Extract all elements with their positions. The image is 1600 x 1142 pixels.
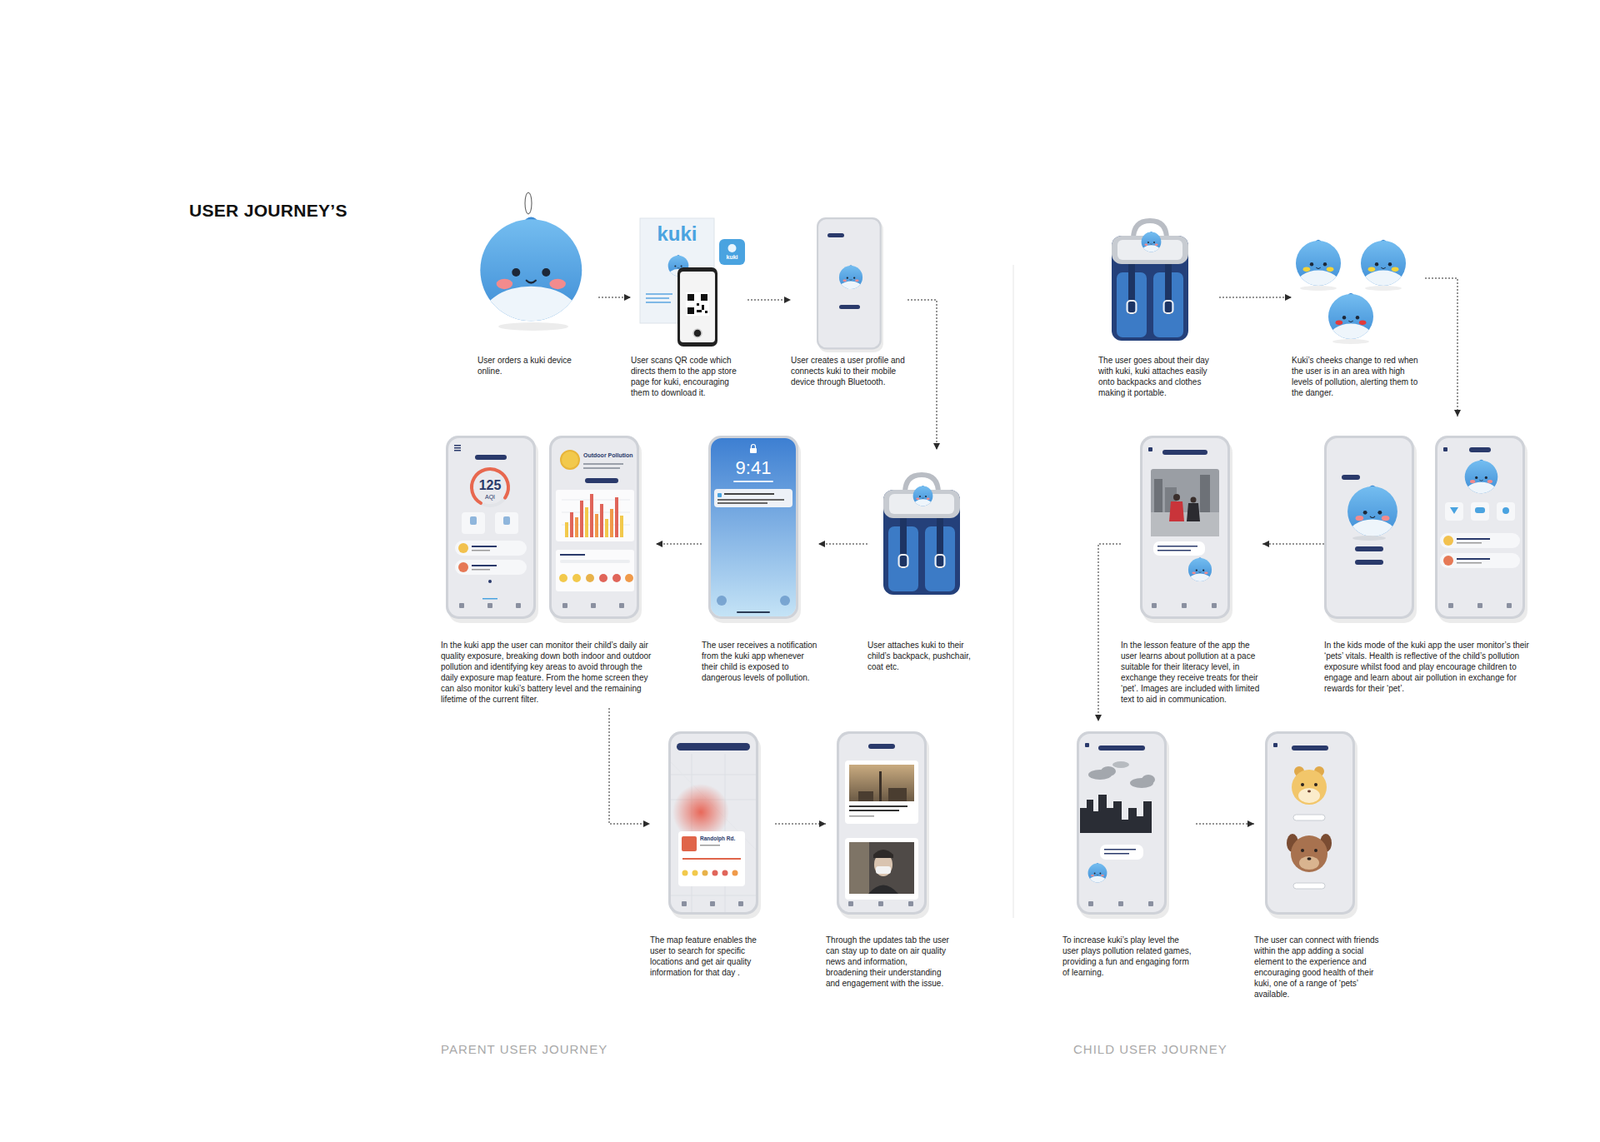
step-card: In the lesson feature of the app the use… (1120, 435, 1263, 705)
flow-arrow (747, 300, 791, 301)
section-label: PARENT USER JOURNEY (440, 1043, 608, 1058)
aqi-value: 125 (479, 478, 502, 494)
flow-arrow (1425, 278, 1458, 417)
step-caption: User creates a user profile and connects… (790, 355, 908, 388)
step-caption: The map feature enables the user to sear… (650, 935, 775, 979)
step-card: Kuki’s cheeks change to red when the use… (1291, 242, 1425, 399)
page-title: USER JOURNEY’S (189, 200, 348, 221)
step-caption: In the kuki app the user can monitor the… (440, 640, 656, 705)
screen-heading: Outdoor Pollution (583, 452, 634, 460)
app-icon-text: kuki (725, 254, 738, 261)
step-card: Through the updates tab the user can sta… (825, 731, 951, 990)
flow-arrow (1098, 544, 1121, 722)
step-card: The map feature enables the user to sear… (650, 731, 775, 979)
step-caption: User scans QR code which directs them to… (630, 355, 748, 399)
lock-screen-time: 9:41 (735, 458, 772, 479)
step-caption: To increase kuki’s play level the user p… (1062, 935, 1196, 979)
flow-arrow (598, 297, 631, 299)
package-logo: kuki (656, 223, 697, 245)
step-card: User creates a user profile and connects… (790, 217, 908, 388)
step-caption: User orders a kuki device online. (477, 355, 599, 377)
step-card: User orders a kuki device online. (477, 204, 599, 377)
step-caption: Kuki’s cheeks change to red when the use… (1291, 355, 1425, 399)
flow-arrow (818, 544, 868, 545)
step-card: In the kuki app the user can monitor the… (440, 435, 656, 705)
flow-arrow (1219, 297, 1292, 299)
flow-arrow (775, 824, 826, 825)
step-caption: In the kids mode of the kuki app the use… (1324, 640, 1537, 695)
flow-arrow (907, 300, 937, 450)
step-caption: User attaches kuki to their child’s back… (867, 640, 989, 673)
step-card: User scans QR code which directs them to… (630, 218, 748, 399)
step-card: To increase kuki’s play level the user p… (1062, 721, 1196, 979)
step-card: In the kids mode of the kuki app the use… (1324, 416, 1537, 695)
flow-arrow (609, 708, 650, 825)
aqi-unit: AQI (485, 494, 495, 501)
section-label: CHILD USER JOURNEY (1073, 1043, 1228, 1058)
step-card: User attaches kuki to their child’s back… (867, 450, 989, 673)
step-card: The user goes about their day with kuki,… (1098, 217, 1220, 399)
step-caption: The user goes about their day with kuki,… (1098, 355, 1220, 399)
flow-arrow (655, 544, 702, 545)
step-caption: In the lesson feature of the app the use… (1120, 640, 1263, 705)
step-card: The user can connect with friends within… (1254, 731, 1392, 1000)
step-caption: The user receives a notification from th… (701, 640, 819, 684)
step-caption: Through the updates tab the user can sta… (825, 935, 951, 990)
step-caption: The user can connect with friends within… (1254, 935, 1392, 1000)
map-location: Randolph Rd. (700, 835, 735, 842)
flow-arrow (1195, 824, 1255, 825)
flow-arrow (1262, 544, 1325, 545)
